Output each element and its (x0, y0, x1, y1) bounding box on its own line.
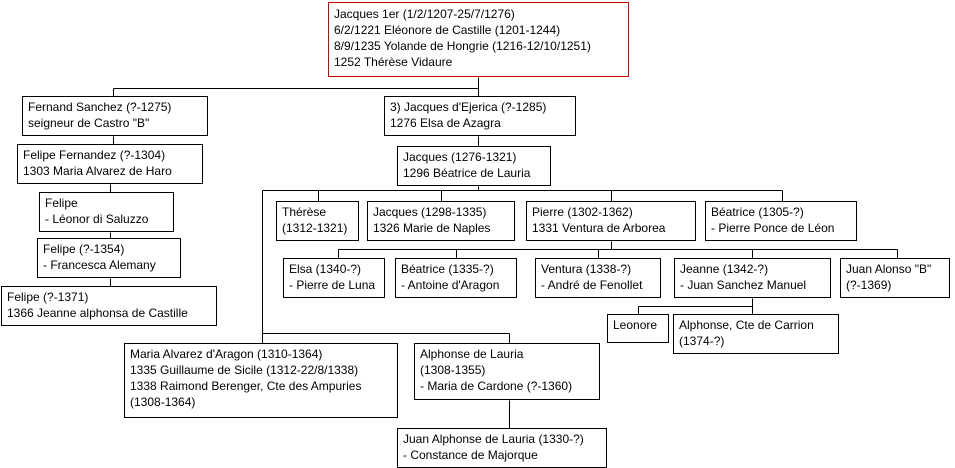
node-text-line: Elsa (1340-?) (289, 262, 362, 276)
node-text-line: 6/2/1221 Eléonore de Castille (1201-1244… (334, 23, 561, 37)
node-text-line: 1335 Guillaume de Sicile (1312-22/8/1338… (130, 363, 359, 377)
node-alphonse-carrion: Alphonse, Cte de Carrion (1374-?) (673, 314, 839, 354)
node-text-line: (1308-1364) (130, 395, 196, 409)
node-text-line: 1296 Béatrice de Lauria (403, 166, 531, 180)
node-text-line: (?-1369) (846, 278, 892, 292)
node-jacques-1276: Jacques (1276-1321) 1296 Béatrice de Laur… (397, 146, 551, 186)
node-felipe-1371: Felipe (?-1371) 1366 Jeanne alphonsa de C… (1, 286, 217, 326)
node-text-line: (1374-?) (679, 334, 725, 348)
node-text-line: - Antoine d'Aragon (401, 278, 500, 292)
node-text-line: 1276 Elsa de Azagra (390, 116, 501, 130)
node-text-line: Pierre (1302-1362) (532, 205, 633, 219)
node-text-line: 1326 Marie de Naples (373, 221, 491, 235)
node-alphonse-lauria: Alphonse de Lauria (1308-1355) - Maria de … (414, 343, 600, 400)
node-leonore: Leonore (607, 314, 669, 343)
node-text-line: Maria Alvarez d'Aragon (1310-1364) (130, 347, 323, 361)
node-felipe-saluzzo: Felipe - Léonor di Saluzzo (39, 192, 174, 232)
node-pierre-1302: Pierre (1302-1362) 1331 Ventura de Arbore… (526, 201, 696, 241)
node-text-line: Alphonse de Lauria (420, 347, 524, 361)
node-text-line: - Francesca Alemany (43, 258, 156, 272)
node-text-line: Ventura (1338-?) (541, 262, 632, 276)
node-felipe-1354: Felipe (?-1354) - Francesca Alemany (37, 238, 181, 278)
node-text-line: - Constance de Majorque (403, 448, 538, 462)
node-text-line: 1252 Thérèse Vidaure (334, 55, 453, 69)
node-text-line: (1312-1321) (282, 221, 348, 235)
node-juan-alonso: Juan Alonso "B" (?-1369) (840, 258, 950, 298)
node-text-line: - André de Fenollet (541, 278, 643, 292)
node-beatrice-1335: Béatrice (1335-?) - Antoine d'Aragon (395, 258, 517, 298)
node-text-line: Béatrice (1305-?) (711, 205, 804, 219)
node-ventura-1338: Ventura (1338-?) - André de Fenollet (535, 258, 661, 298)
node-text-line: Jeanne (1342-?) (680, 262, 769, 276)
node-text-line: 3) Jacques d'Ejerica (?-1285) (390, 100, 547, 114)
node-felipe-fernandez: Felipe Fernandez (?-1304) 1303 Maria Alva… (17, 144, 203, 184)
node-text-line: Jacques 1er (1/2/1207-25/7/1276) (334, 7, 515, 21)
node-text-line: Felipe (?-1354) (43, 242, 125, 256)
node-text-line: Thérèse (282, 205, 327, 219)
node-therese: Thérèse (1312-1321) (276, 201, 359, 241)
node-text-line: 1338 Raimond Berenger, Cte des Ampuries (130, 379, 362, 393)
node-text-line: Fernand Sanchez (?-1275) (28, 100, 172, 114)
node-jeanne-1342: Jeanne (1342-?) - Juan Sanchez Manuel (674, 258, 831, 298)
node-text-line: 1303 Maria Alvarez de Haro (23, 164, 172, 178)
node-jacques-1298: Jacques (1298-1335) 1326 Marie de Naples (367, 201, 515, 241)
node-text-line: 1331 Ventura de Arborea (532, 221, 666, 235)
node-maria-alvarez: Maria Alvarez d'Aragon (1310-1364) 1335 G… (124, 343, 398, 418)
node-text-line: Alphonse, Cte de Carrion (679, 318, 814, 332)
node-text-line: 8/9/1235 Yolande de Hongrie (1216-12/10/… (334, 39, 591, 53)
node-text-line: Juan Alonso "B" (846, 262, 932, 276)
node-beatrice-1305: Béatrice (1305-?) - Pierre Ponce de Léon (705, 201, 857, 241)
node-text-line: (1308-1355) (420, 363, 486, 377)
node-fernand-sanchez: Fernand Sanchez (?-1275) seigneur de Cast… (22, 96, 208, 136)
node-elsa-1340: Elsa (1340-?) - Pierre de Luna (283, 258, 385, 298)
node-text-line: seigneur de Castro "B" (28, 116, 150, 130)
node-text-line: Felipe (45, 196, 78, 210)
node-text-line: - Juan Sanchez Manuel (680, 278, 807, 292)
node-text-line: Jacques (1276-1321) (403, 150, 517, 164)
node-jacques-1er: Jacques 1er (1/2/1207-25/7/1276) 6/2/1221… (328, 2, 629, 77)
node-text-line: Felipe Fernandez (?-1304) (23, 148, 166, 162)
node-text-line: - Pierre de Luna (289, 278, 376, 292)
node-text-line: Jacques (1298-1335) (373, 205, 487, 219)
node-text-line: Béatrice (1335-?) (401, 262, 494, 276)
node-text-line: - Pierre Ponce de Léon (711, 221, 835, 235)
node-text-line: Leonore (613, 318, 658, 332)
node-text-line: 1366 Jeanne alphonsa de Castille (7, 306, 188, 320)
node-text-line: Felipe (?-1371) (7, 290, 89, 304)
node-text-line: - Léonor di Saluzzo (45, 212, 149, 226)
node-jacques-ejerica: 3) Jacques d'Ejerica (?-1285) 1276 Elsa d… (384, 96, 576, 136)
node-text-line: - Maria de Cardone (?-1360) (420, 379, 573, 393)
node-juan-alphonse: Juan Alphonse de Lauria (1330-?) - Consta… (397, 428, 607, 468)
node-text-line: Juan Alphonse de Lauria (1330-?) (403, 432, 584, 446)
